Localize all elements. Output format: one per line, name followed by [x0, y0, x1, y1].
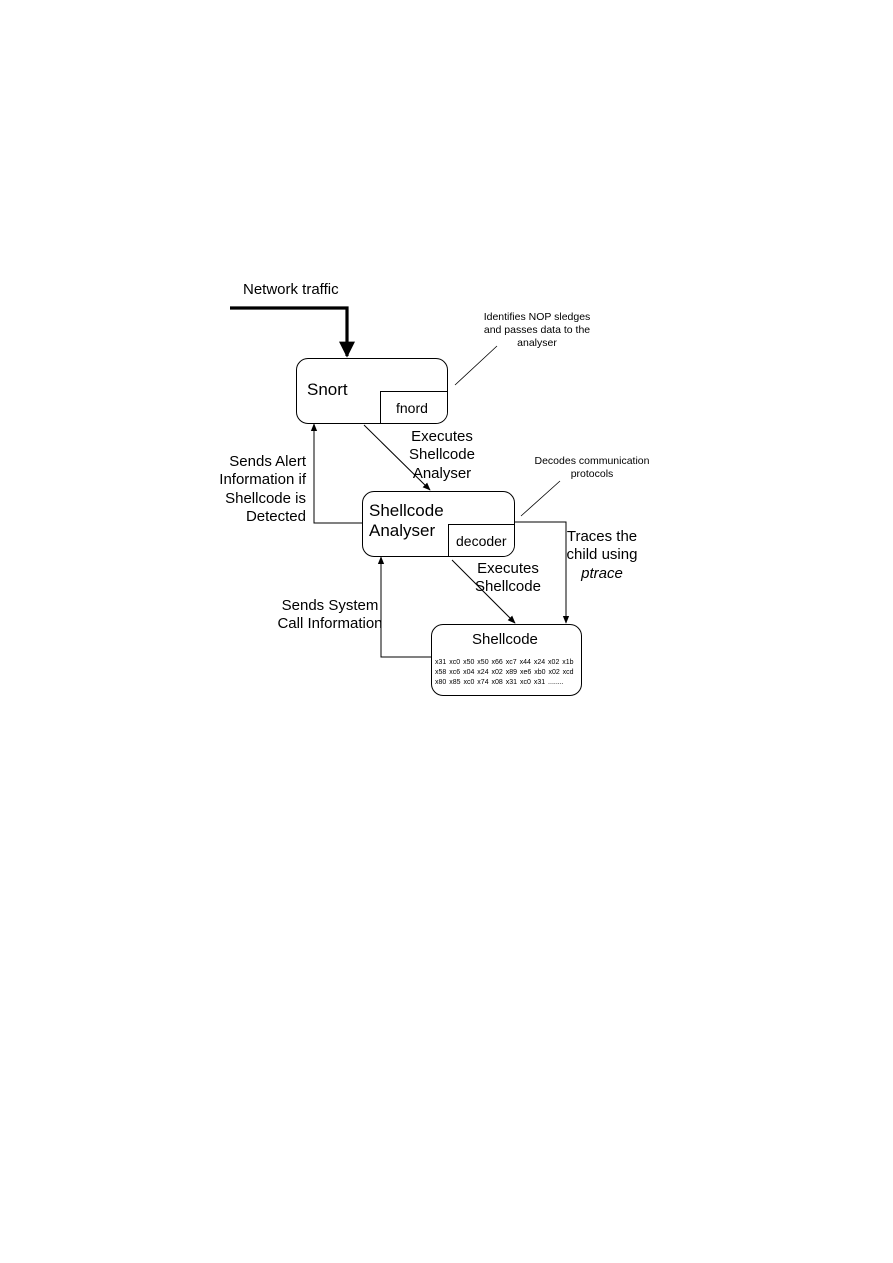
sends-alert-label: Sends Alert Information if Shellcode is …: [212, 453, 306, 526]
shellcode-title: Shellcode: [472, 631, 538, 648]
sends-syscall-label: Sends System Call Information: [268, 597, 392, 634]
shellcode-box: Shellcode x31 xc0 x50 x50 x66 xc7 x44 x2…: [431, 624, 582, 696]
executes-shellcode-arrow: [451, 559, 516, 624]
nop-note-line: analyser: [517, 336, 557, 349]
executes-shellcode-label: Executes Shellcode: [468, 560, 548, 597]
executes-analyser-label: Executes Shellcode Analyser: [400, 428, 484, 483]
analyser-title: Shellcode Analyser: [369, 501, 444, 540]
sends-alert-line: Information if: [219, 471, 306, 489]
snort-title: Snort: [307, 380, 348, 399]
sends-syscall-line: Call Information: [277, 615, 383, 633]
sends-alert-line: Sends Alert: [229, 453, 306, 470]
analyser-box: Shellcode Analyser decoder: [362, 491, 515, 557]
traces-line: ptrace: [581, 564, 623, 582]
nop-note: Identifies NOP sledges and passes data t…: [462, 311, 612, 349]
executes-shellcode-line: Executes: [477, 560, 539, 577]
decoder-label: decoder: [456, 533, 507, 549]
sends-syscall-arrow: [377, 556, 432, 658]
snort-box: Snort fnord: [296, 358, 448, 424]
executes-analyser-line: Executes: [411, 428, 473, 445]
network-traffic-arrow: [230, 306, 355, 358]
network-traffic-label: Network traffic: [243, 281, 339, 298]
decodes-note-leader: [520, 480, 561, 517]
shellcode-hex-bytes: x31 xc0 x50 x50 x66 xc7 x44 x24 x02 x1b …: [435, 659, 574, 686]
sends-syscall-line: Sends System: [281, 597, 379, 614]
fnord-subbox: fnord: [380, 391, 447, 423]
executes-shellcode-line: Shellcode: [475, 578, 541, 596]
decodes-note-line: protocols: [570, 467, 614, 480]
sends-alert-arrow: [310, 423, 362, 524]
analyser-title-line: Shellcode: [369, 501, 444, 520]
nop-note-line: Identifies NOP sledges: [483, 311, 591, 323]
traces-line: Traces the: [566, 528, 638, 545]
decoder-subbox: decoder: [448, 524, 514, 556]
traces-label: Traces the child using ptrace: [562, 528, 642, 583]
decodes-note: Decodes communication protocols: [522, 455, 662, 481]
nop-note-line: and passes data to the: [483, 323, 591, 336]
fnord-label: fnord: [396, 400, 428, 416]
nop-note-leader: [454, 345, 498, 386]
traces-line: child using: [566, 546, 638, 564]
executes-analyser-line: Analyser: [412, 464, 472, 482]
executes-analyser-arrow: [363, 424, 431, 491]
sends-alert-line: Detected: [245, 507, 306, 525]
sends-alert-line: Shellcode is: [225, 489, 306, 507]
decodes-note-line: Decodes communication: [534, 455, 650, 467]
traces-arrow: [514, 521, 570, 624]
executes-analyser-line: Shellcode: [409, 446, 475, 464]
analyser-title-line: Analyser: [369, 520, 436, 540]
